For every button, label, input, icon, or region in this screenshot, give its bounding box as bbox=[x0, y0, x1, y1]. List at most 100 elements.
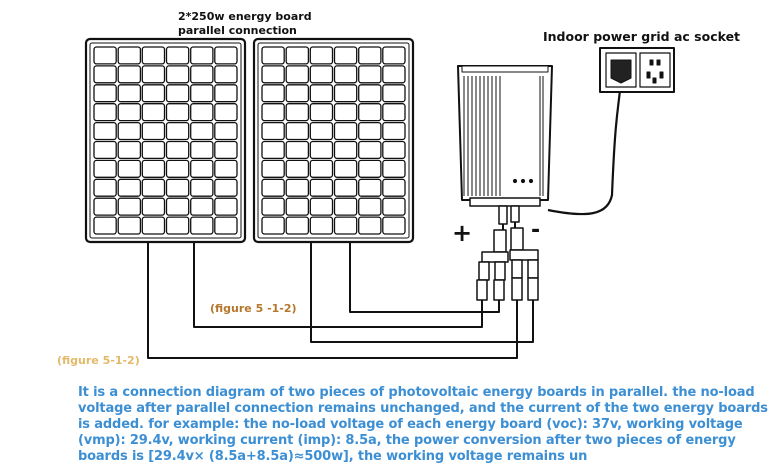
solar-cell bbox=[190, 178, 214, 197]
solar-cell bbox=[261, 65, 285, 84]
solar-cell bbox=[382, 65, 406, 84]
solar-cell bbox=[190, 197, 214, 216]
solar-cell bbox=[165, 65, 190, 84]
solar-cell bbox=[358, 216, 382, 235]
solar-cell bbox=[190, 121, 214, 141]
solar-cell bbox=[309, 46, 334, 65]
solar-cell bbox=[165, 103, 190, 122]
solar-cell bbox=[214, 197, 238, 216]
solar-cell bbox=[117, 46, 142, 65]
solar-cell bbox=[261, 140, 285, 160]
figure-reference-outer: (figure 5-1-2) bbox=[57, 354, 140, 367]
solar-cell bbox=[141, 84, 166, 103]
solar-cell bbox=[333, 216, 358, 235]
solar-cell bbox=[309, 140, 334, 160]
solar-cell bbox=[382, 216, 406, 235]
solar-cell bbox=[358, 178, 382, 197]
solar-cell bbox=[285, 178, 310, 197]
solar-cell bbox=[165, 159, 190, 178]
solar-cell bbox=[117, 84, 142, 103]
solar-cell bbox=[117, 65, 142, 84]
solar-cell bbox=[190, 84, 214, 103]
panel-title: 2*250w energy board parallel connection bbox=[178, 10, 312, 38]
solar-cell bbox=[261, 46, 285, 65]
solar-cell bbox=[117, 121, 142, 141]
solar-cell bbox=[93, 216, 117, 235]
solar-cell bbox=[117, 140, 142, 160]
solar-cell bbox=[382, 178, 406, 197]
solar-cell bbox=[333, 178, 358, 197]
y-branch-connectors bbox=[476, 227, 539, 301]
solar-cell bbox=[261, 197, 285, 216]
solar-cell bbox=[333, 197, 358, 216]
solar-cell bbox=[358, 121, 382, 141]
solar-cell bbox=[165, 178, 190, 197]
solar-cell bbox=[261, 178, 285, 197]
solar-cell bbox=[285, 216, 310, 235]
solar-cell bbox=[165, 84, 190, 103]
ac-wall-socket bbox=[599, 47, 675, 93]
solar-cell bbox=[309, 121, 334, 141]
solar-cell bbox=[214, 65, 238, 84]
solar-cell bbox=[285, 84, 310, 103]
diagram-caption: It is a connection diagram of two pieces… bbox=[78, 385, 768, 464]
solar-cell bbox=[141, 197, 166, 216]
solar-cell bbox=[333, 46, 358, 65]
solar-cell bbox=[190, 46, 214, 65]
solar-cell bbox=[117, 216, 142, 235]
solar-panel-2 bbox=[252, 37, 415, 244]
solar-cell bbox=[141, 159, 166, 178]
positive-terminal-symbol: + bbox=[452, 219, 473, 247]
solar-cell bbox=[190, 103, 214, 122]
solar-cell bbox=[261, 84, 285, 103]
solar-cell bbox=[261, 121, 285, 141]
solar-cell bbox=[214, 121, 238, 141]
panel-title-line1: 2*250w energy board bbox=[178, 10, 312, 23]
solar-cell bbox=[141, 46, 166, 65]
solar-cell bbox=[141, 178, 166, 197]
solar-cell bbox=[214, 46, 238, 65]
solar-cell bbox=[93, 121, 117, 141]
solar-cell bbox=[117, 178, 142, 197]
solar-cell bbox=[309, 65, 334, 84]
wiring bbox=[147, 89, 622, 359]
solar-cell bbox=[165, 197, 190, 216]
solar-cell bbox=[190, 140, 214, 160]
solar-cell bbox=[382, 46, 406, 65]
socket-title: Indoor power grid ac socket bbox=[543, 29, 741, 44]
solar-cell bbox=[382, 197, 406, 216]
solar-cell bbox=[165, 121, 190, 141]
solar-cell bbox=[165, 140, 190, 160]
solar-cell bbox=[261, 159, 285, 178]
solar-cell bbox=[382, 84, 406, 103]
micro-inverter bbox=[457, 65, 553, 240]
solar-cell bbox=[93, 197, 117, 216]
solar-cell bbox=[358, 140, 382, 160]
solar-cell bbox=[333, 140, 358, 160]
solar-cell bbox=[309, 178, 334, 197]
solar-cell bbox=[309, 197, 334, 216]
solar-cell bbox=[285, 197, 310, 216]
solar-cell bbox=[93, 159, 117, 178]
solar-cell bbox=[309, 159, 334, 178]
solar-cell bbox=[382, 159, 406, 178]
solar-cell bbox=[309, 84, 334, 103]
solar-cell bbox=[117, 197, 142, 216]
solar-cell bbox=[285, 140, 310, 160]
solar-cell bbox=[165, 216, 190, 235]
solar-cell bbox=[141, 140, 166, 160]
solar-cell bbox=[382, 103, 406, 122]
solar-cell bbox=[190, 159, 214, 178]
solar-cell bbox=[333, 84, 358, 103]
solar-cell bbox=[190, 216, 214, 235]
solar-cell bbox=[358, 103, 382, 122]
solar-cell bbox=[285, 46, 310, 65]
solar-cell bbox=[117, 103, 142, 122]
figure-reference-inner: (figure 5 -1-2) bbox=[210, 302, 297, 315]
solar-cell bbox=[358, 46, 382, 65]
solar-cell bbox=[358, 197, 382, 216]
solar-cell bbox=[141, 121, 166, 141]
solar-cell bbox=[333, 103, 358, 122]
solar-cell bbox=[214, 216, 238, 235]
